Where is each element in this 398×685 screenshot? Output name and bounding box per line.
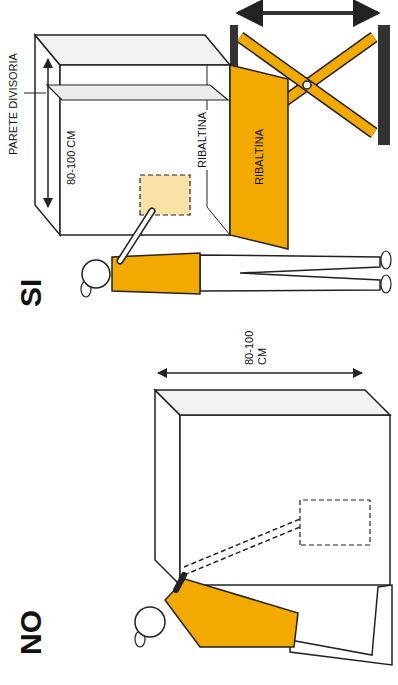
woman-head: [135, 607, 165, 637]
woman-legs: [200, 255, 380, 291]
flap: [230, 65, 288, 249]
dimension-arrow: [158, 372, 362, 374]
box-inner-edge: [207, 207, 230, 235]
dimension-label: 80-100 CM: [64, 129, 79, 187]
part-label: RIBALTINA: [195, 110, 210, 170]
dimension-arrow: [47, 59, 49, 207]
woman-legs: [290, 585, 392, 665]
woman-arm: [176, 575, 184, 590]
lift-base: [378, 25, 390, 145]
box-front: [180, 415, 390, 585]
box-side: [155, 390, 390, 415]
leader-line: [24, 93, 46, 94]
box-top: [35, 35, 60, 235]
height-adjust-arrow: [238, 11, 378, 15]
hidden-arm: [184, 527, 300, 575]
verdict-label: SI: [14, 279, 49, 307]
woman-foot: [381, 275, 391, 293]
lift-pivot: [303, 81, 311, 89]
verdict-label: NO: [14, 610, 49, 655]
partition-wall: [47, 85, 228, 100]
part-label: PARETE DIVISORIA: [6, 51, 21, 157]
hidden-item: [300, 500, 370, 545]
stored-item: [140, 175, 190, 215]
box-top: [155, 390, 180, 585]
dimension-label: 80-100 CM: [242, 319, 269, 367]
part-label: RIBALTINA: [252, 127, 267, 187]
woman-arm: [120, 211, 152, 261]
woman-foot: [381, 251, 391, 269]
woman-arm: [120, 211, 152, 261]
box-side: [35, 35, 230, 65]
hidden-arm: [184, 519, 300, 567]
woman-torso: [165, 579, 298, 647]
woman-head: [82, 260, 110, 288]
